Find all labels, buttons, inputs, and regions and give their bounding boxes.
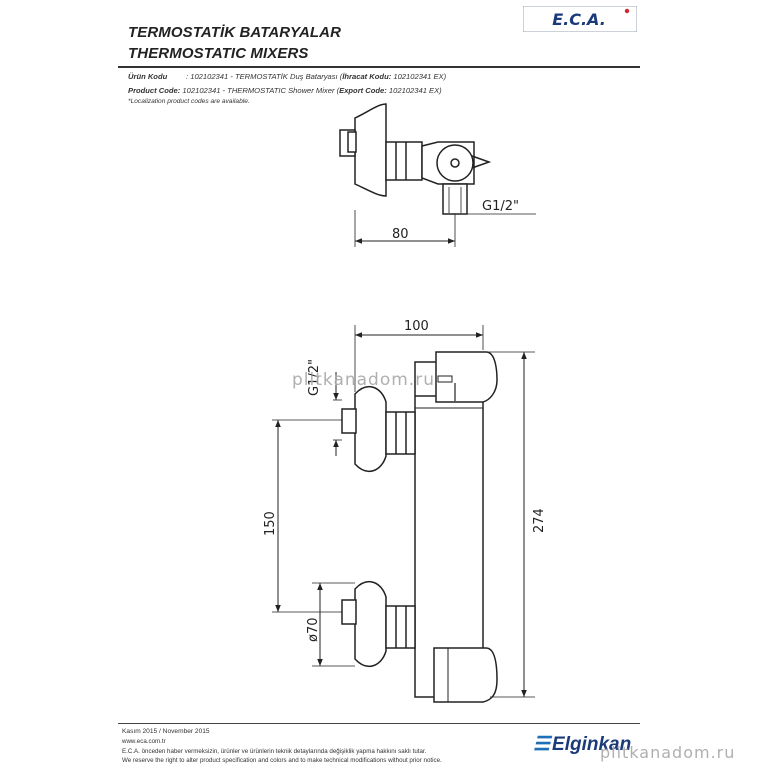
width-dimension: 100 <box>404 319 429 334</box>
watermark-corner: plitkanadom.ru <box>600 743 736 762</box>
front-view <box>272 325 535 703</box>
localization-note: *Localization product codes are availabl… <box>128 98 250 105</box>
footer-disclaimer-tr: E.C.A. önceden haber vermeksizin, ürünle… <box>122 748 427 755</box>
product-code-tr-value: : 102102341 - TERMOSTATİK Duş Bataryası … <box>186 72 343 81</box>
footer-rule <box>118 723 640 724</box>
elginkan-logo: ☰Elginkan <box>533 733 631 756</box>
product-code-en-label: Product Code: <box>128 86 181 95</box>
footer-date: Kasım 2015 / November 2015 <box>122 728 210 735</box>
product-code-tr-label: Ürün Kodu <box>128 72 168 81</box>
export-code-en-label: Export Code: <box>339 86 387 95</box>
footer-website[interactable]: www.eca.com.tr <box>122 738 166 745</box>
diameter-dimension: ø70 <box>306 618 321 643</box>
height-dimension: 274 <box>532 508 547 533</box>
export-code-en-value: 102102341 EX) <box>386 86 442 95</box>
top-view <box>339 103 536 247</box>
product-code-tr: Ürün Kodu : 102102341 - TERMOSTATİK Duş B… <box>128 72 446 81</box>
header-rule <box>118 66 640 68</box>
logo-text: E.C.A. <box>552 10 606 29</box>
thread-front-dimension: G1/2" <box>307 359 322 396</box>
export-code-tr-label: İhracat Kodu: <box>342 72 392 81</box>
product-code-en: Product Code: 102102341 - THERMOSTATIC S… <box>128 86 442 95</box>
title-turkish: TERMOSTATİK BATARYALAR <box>128 24 342 41</box>
depth-dimension: 80 <box>392 227 409 242</box>
center-distance-dimension: 150 <box>263 511 278 536</box>
eca-logo: E.C.A. <box>523 6 637 32</box>
logo-dot-icon <box>624 8 630 14</box>
thread-side-dimension: G1/2" <box>482 199 519 214</box>
elginkan-brand-text: Elginkan <box>552 734 632 755</box>
title-english: THERMOSTATIC MIXERS <box>128 45 309 62</box>
watermark-center: plitkanadom.ru <box>292 370 435 390</box>
footer-disclaimer-en: We reserve the right to alter product sp… <box>122 757 442 764</box>
elginkan-mark-icon: ☰ <box>533 734 551 755</box>
product-code-en-value: 102102341 - THERMOSTATIC Shower Mixer ( <box>180 86 340 95</box>
export-code-tr-value: 102102341 EX) <box>391 72 447 81</box>
